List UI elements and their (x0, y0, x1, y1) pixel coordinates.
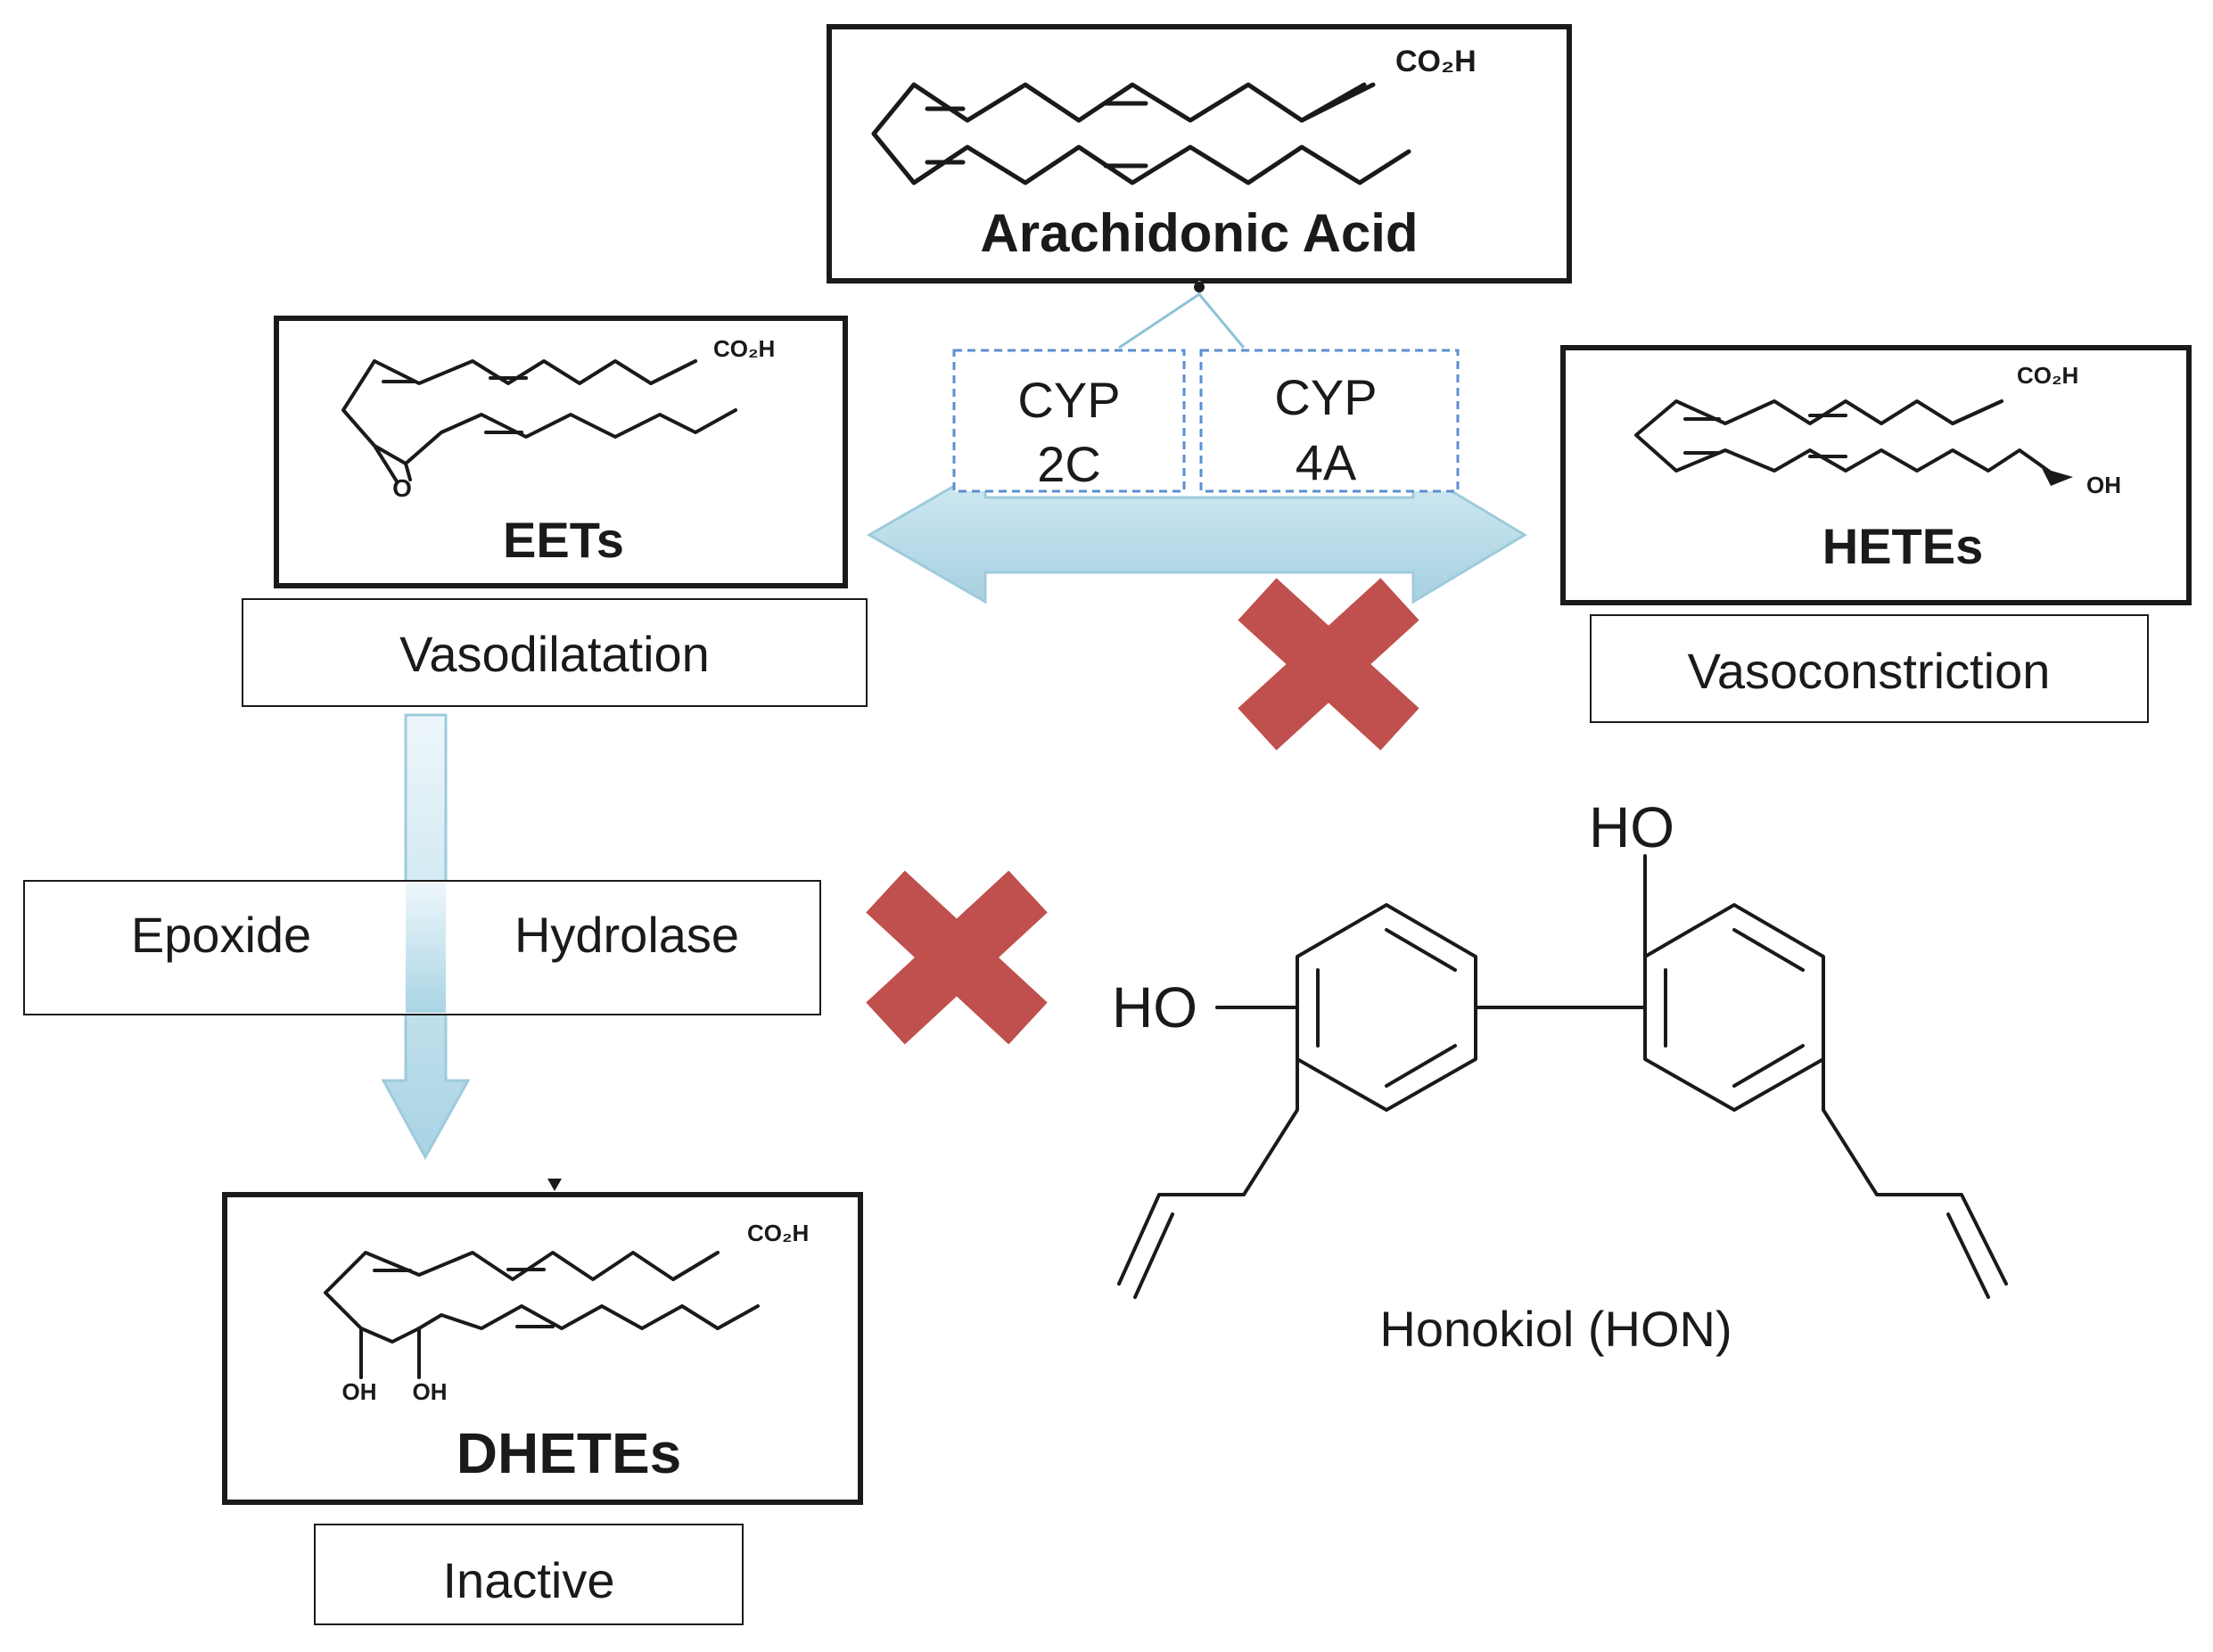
eets-co2h: CO₂H (713, 335, 775, 362)
dhetes-structure (324, 1251, 760, 1379)
dhetes-co2h: CO₂H (747, 1220, 809, 1246)
arachidonic-acid-structure (871, 82, 1411, 185)
cyp4a-box: CYP 4A (1199, 349, 1460, 493)
epoxide-hydrolase-box: Epoxide Hydrolase (23, 880, 821, 1015)
honokiol-structure (1117, 854, 2008, 1299)
vasodilatation-label: Vasodilatation (399, 626, 710, 682)
hetes-co2h: CO₂H (2017, 362, 2078, 389)
connector-dot (1194, 282, 1205, 292)
vasoconstriction-box: Vasoconstriction (1590, 614, 2149, 723)
cyp2c-line2: 2C (1037, 436, 1101, 492)
inhibit-hydrolase-x (866, 870, 1048, 1045)
hetes-oh: OH (2086, 472, 2121, 498)
inhibit-cyp4a-x (1238, 578, 1419, 751)
dhetes-tick-marker (547, 1179, 562, 1191)
dhetes-label: DHETEs (457, 1421, 682, 1485)
vasoconstriction-label: Vasoconstriction (1688, 643, 2051, 699)
arachidonic-acid-label: Arachidonic Acid (980, 203, 1418, 263)
dhetes-oh-1: OH (342, 1378, 377, 1405)
branch-connector (1118, 281, 1246, 349)
honokiol-ho-top: HO (1589, 795, 1674, 859)
vasodilatation-box: Vasodilatation (242, 598, 868, 707)
hetes-label: HETEs (1822, 518, 1984, 574)
arachidonic-acid-co2h: CO₂H (1395, 45, 1477, 78)
honokiol-ho-left: HO (1112, 975, 1197, 1040)
eets-label: EETs (503, 512, 624, 568)
inactive-box: Inactive (314, 1524, 744, 1625)
hydrolase-left-label: Epoxide (131, 907, 311, 963)
cyp2c-box: CYP 2C (952, 349, 1186, 493)
honokiol-label: Honokiol (HON) (1379, 1301, 1732, 1357)
cyp4a-line2: 4A (1296, 434, 1357, 490)
cyp2c-line1: CYP (1017, 372, 1120, 428)
eets-structure (341, 359, 737, 483)
inactive-label: Inactive (443, 1552, 615, 1608)
eets-box: CO₂H O EETs (274, 316, 848, 588)
eets-epoxide-o: O (392, 474, 412, 502)
dhetes-box: CO₂H OH OH DHETEs (222, 1192, 863, 1505)
hetes-structure (1634, 399, 2073, 486)
hetes-box: CO₂H OH HETEs (1560, 345, 2192, 605)
arachidonic-acid-box: CO₂H Arachidonic Acid (827, 24, 1572, 284)
hydrolase-right-label: Hydrolase (514, 907, 739, 963)
dhetes-oh-2: OH (413, 1378, 448, 1405)
cyp4a-line1: CYP (1274, 369, 1377, 425)
